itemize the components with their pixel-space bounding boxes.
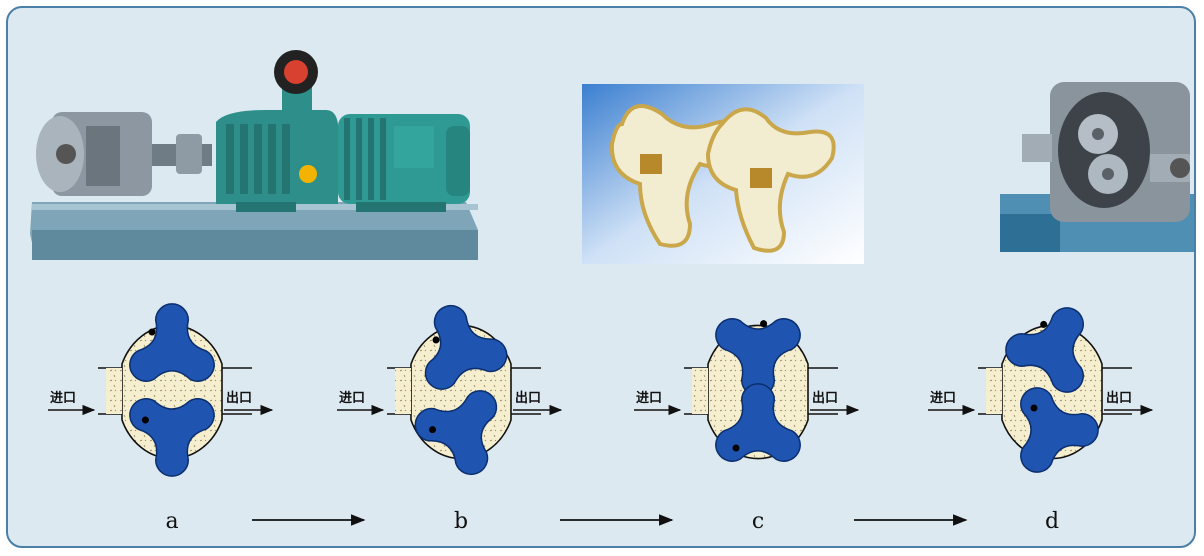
pump-stage-d: 进口 出口 d: [928, 307, 1154, 534]
lower-rotor: [715, 383, 801, 462]
figure-frame: 进口 出口 a 进口 出口 b 进口 出口 c 进口 出口 d: [6, 6, 1196, 548]
upper-rotor: [424, 304, 508, 390]
stage-label: b: [454, 509, 468, 534]
inlet-label: 进口: [339, 391, 365, 406]
rotors-photo: [582, 84, 864, 264]
inlet-label: 进口: [636, 391, 662, 406]
outlet-channel: [222, 367, 252, 415]
upper-rotor: [1005, 307, 1084, 393]
pump-stage-b: 进口 出口 b: [337, 304, 563, 534]
outlet-label: 出口: [812, 390, 838, 406]
inlet-label: 进口: [930, 391, 956, 406]
stage-label: d: [1045, 509, 1059, 534]
outlet-channel: [1102, 367, 1132, 415]
pump-stage-c: 进口 出口 c: [634, 318, 860, 534]
outlet-channel: [511, 367, 541, 415]
outlet-label: 出口: [226, 390, 252, 406]
lower-rotor: [1020, 387, 1099, 473]
lower-rotor: [129, 398, 215, 477]
inlet-label: 进口: [50, 391, 76, 406]
lobe-pump-cycle-diagram: 进口 出口 a 进口 出口 b 进口 出口 c 进口 出口 d: [48, 303, 1154, 534]
outlet-channel: [808, 367, 838, 415]
outlet-label: 出口: [515, 390, 541, 406]
stage-label: c: [752, 509, 764, 534]
outlet-label: 出口: [1106, 390, 1132, 406]
upper-rotor: [129, 303, 215, 382]
pump-head-photo: [1000, 82, 1194, 252]
stage-label: a: [165, 509, 178, 534]
upper-rotor: [715, 318, 801, 397]
pump-stage-a: 进口 出口 a: [48, 303, 274, 534]
pump-motor-photo: [30, 50, 478, 260]
lower-rotor: [414, 390, 498, 476]
